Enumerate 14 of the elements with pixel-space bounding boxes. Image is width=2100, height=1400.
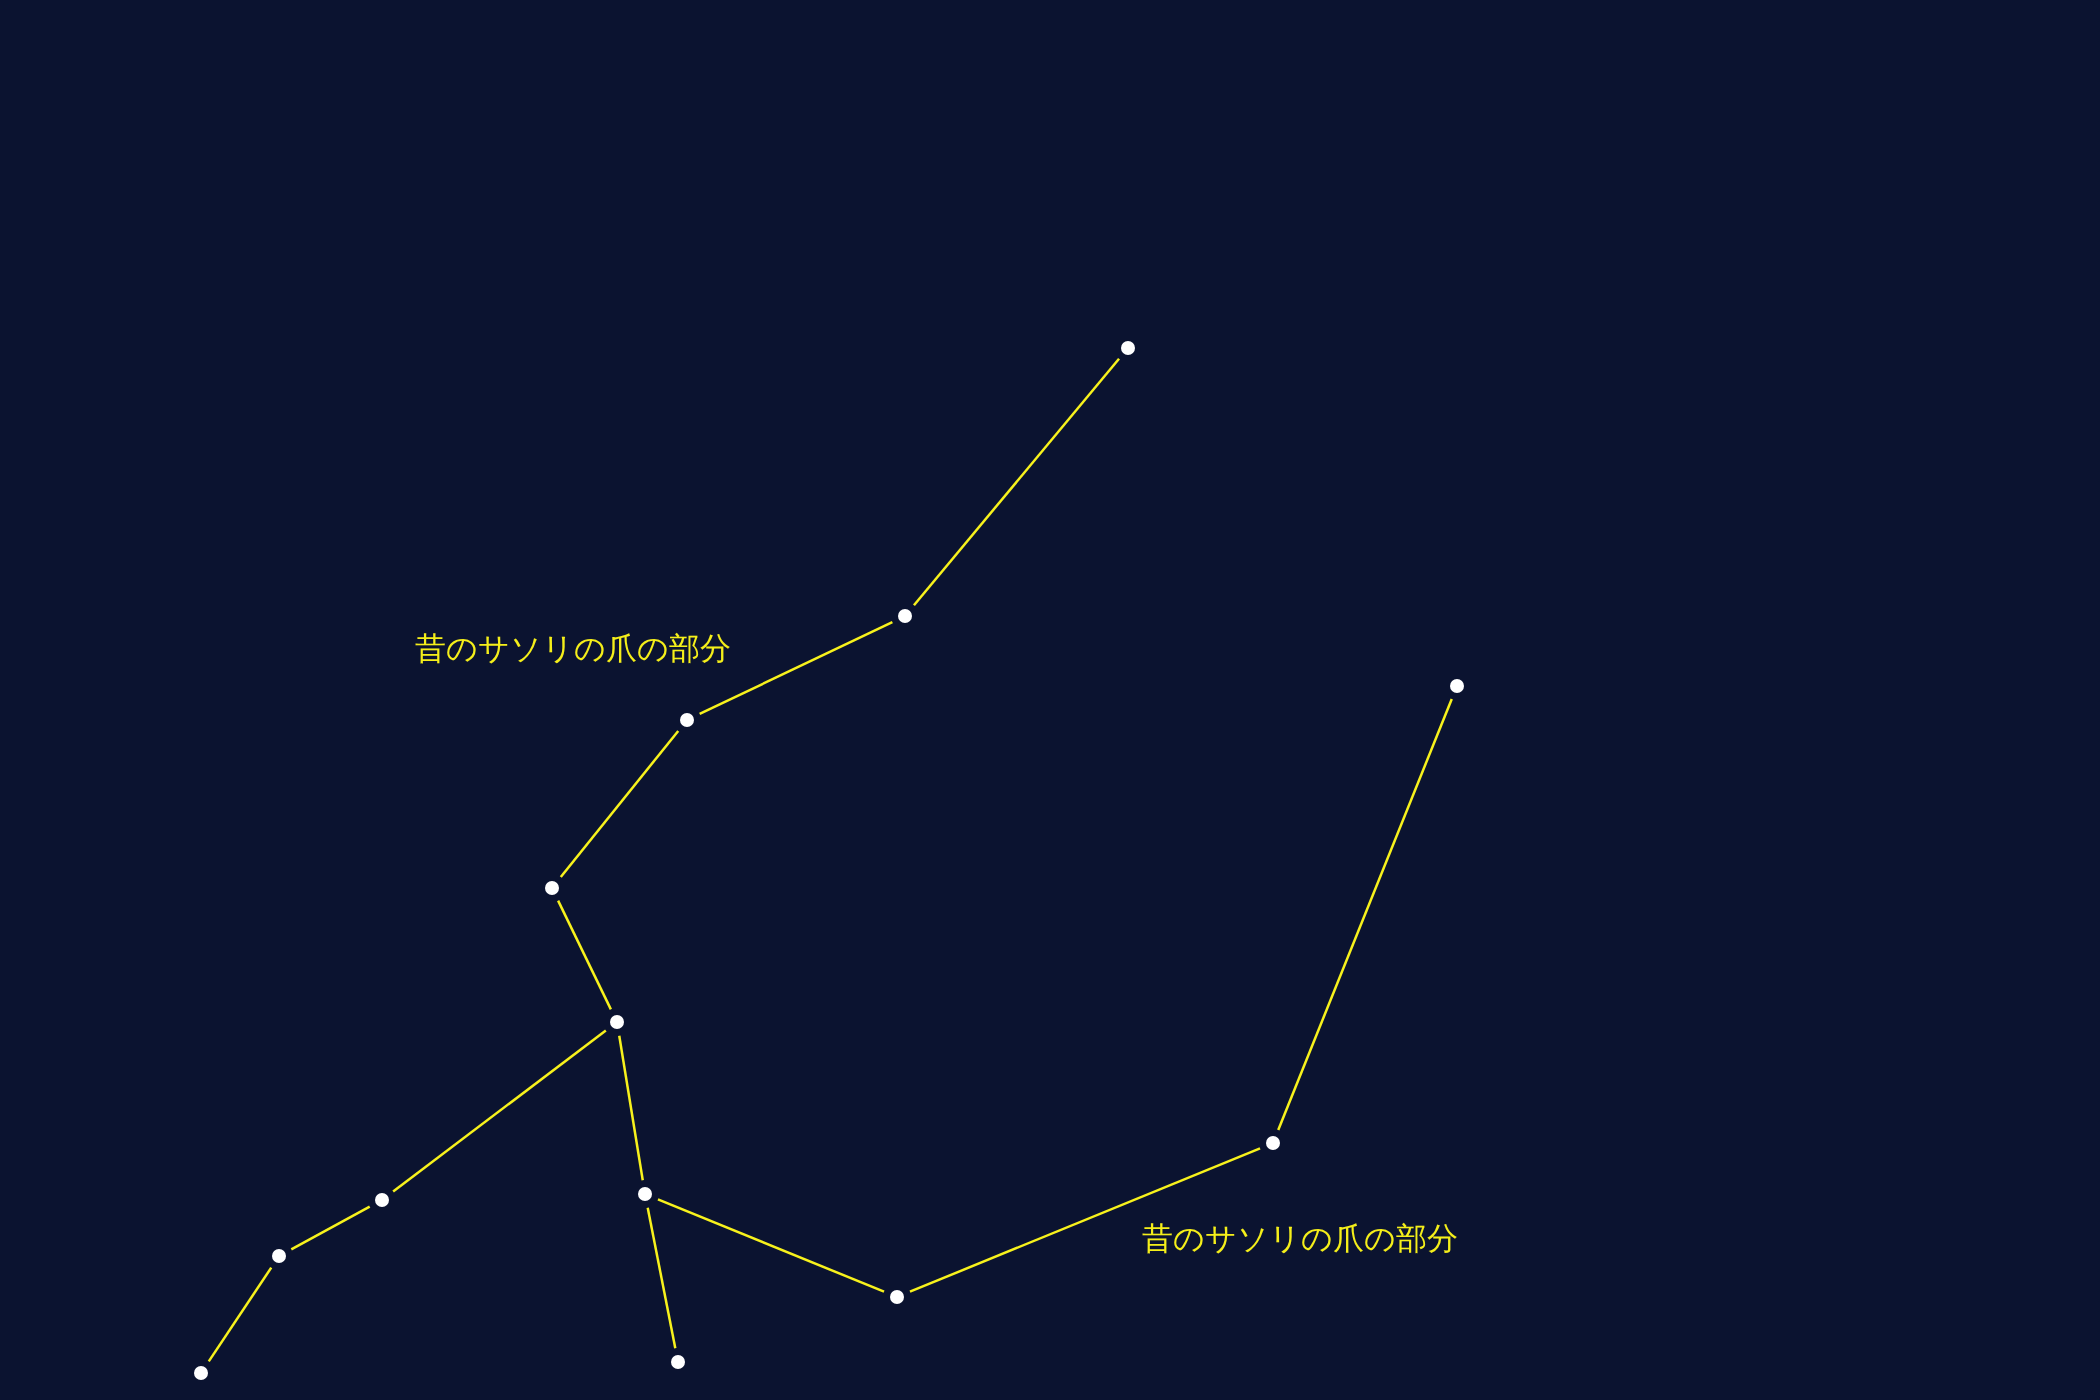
constellation-line bbox=[618, 1035, 644, 1181]
constellation-line bbox=[392, 1029, 607, 1193]
constellation-line bbox=[646, 1207, 677, 1349]
constellation-line bbox=[909, 1147, 1261, 1293]
constellation-line bbox=[657, 1198, 885, 1293]
constellation-line bbox=[559, 730, 680, 878]
region-label: 昔のサソリの爪の部分 bbox=[415, 630, 731, 668]
constellation-line bbox=[913, 357, 1120, 607]
constellation-line bbox=[699, 620, 893, 716]
constellation-line bbox=[207, 1266, 273, 1363]
region-label: 昔のサソリの爪の部分 bbox=[1142, 1220, 1458, 1258]
constellation-line bbox=[557, 900, 612, 1010]
constellation-line bbox=[1277, 698, 1453, 1131]
constellation-line bbox=[290, 1205, 371, 1251]
